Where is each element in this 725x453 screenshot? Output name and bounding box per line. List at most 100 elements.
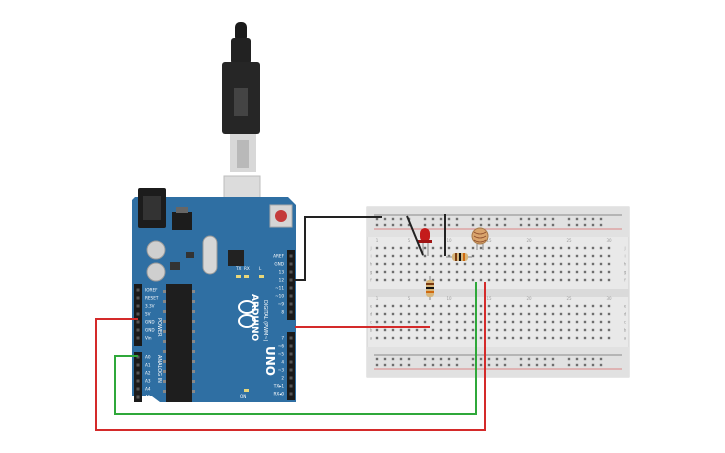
breadboard-hole — [415, 304, 419, 308]
breadboard-hole — [495, 363, 499, 367]
breadboard-hole — [439, 336, 443, 340]
breadboard-hole — [559, 278, 563, 282]
breadboard-hole — [543, 270, 547, 274]
column-number: 15 — [486, 296, 492, 301]
breadboard-hole — [607, 336, 611, 340]
breadboard-hole — [535, 262, 539, 266]
column-number: 20 — [526, 238, 532, 243]
breadboard-hole — [591, 328, 595, 332]
breadboard-hole — [567, 320, 571, 324]
breadboard-hole — [511, 262, 515, 266]
breadboard-hole — [535, 312, 539, 316]
row-letter: g — [370, 270, 373, 275]
analog-pin-label: A1 — [145, 363, 151, 368]
breadboard-hole — [527, 254, 531, 258]
breadboard-hole — [471, 254, 475, 258]
breadboard-hole — [527, 304, 531, 308]
breadboard-hole — [519, 270, 523, 274]
breadboard-hole — [559, 254, 563, 258]
power-pin-label: 3.3V — [145, 304, 155, 309]
breadboard-hole — [471, 363, 475, 367]
breadboard-hole — [567, 223, 571, 227]
breadboard-hole — [487, 217, 491, 221]
breadboard-hole — [431, 270, 435, 274]
breadboard-hole — [575, 304, 579, 308]
breadboard-hole — [471, 270, 475, 274]
breadboard-hole — [423, 217, 427, 221]
breadboard-hole — [535, 254, 539, 258]
breadboard-hole — [583, 312, 587, 316]
digital-pin-label: 4 — [281, 360, 284, 365]
breadboard-hole — [583, 223, 587, 227]
breadboard-hole — [543, 328, 547, 332]
breadboard-hole — [543, 262, 547, 266]
row-letter: a — [624, 336, 627, 341]
breadboard-hole — [559, 270, 563, 274]
breadboard-hole — [447, 278, 451, 282]
photoresistor-component — [471, 227, 489, 250]
breadboard-hole — [511, 278, 515, 282]
breadboard-hole — [407, 363, 411, 367]
row-letter: e — [370, 304, 373, 309]
breadboard-hole — [551, 320, 555, 324]
breadboard-hole — [535, 357, 539, 361]
breadboard-hole — [527, 246, 531, 250]
header-pin — [289, 302, 293, 306]
breadboard-hole — [447, 270, 451, 274]
breadboard-hole — [519, 246, 523, 250]
breadboard-hole — [503, 336, 507, 340]
breadboard-hole — [559, 246, 563, 250]
row-letter: g — [624, 270, 627, 275]
breadboard-hole — [391, 246, 395, 250]
breadboard-hole — [407, 270, 411, 274]
breadboard-hole — [479, 363, 483, 367]
breadboard-hole — [511, 270, 515, 274]
breadboard-hole — [527, 312, 531, 316]
breadboard-hole — [559, 304, 563, 308]
breadboard-hole — [415, 246, 419, 250]
breadboard-hole — [591, 336, 595, 340]
breadboard-hole — [415, 320, 419, 324]
breadboard-hole — [591, 270, 595, 274]
breadboard-hole — [423, 278, 427, 282]
header-pin — [136, 336, 140, 340]
breadboard-hole — [511, 320, 515, 324]
breadboard-hole — [535, 320, 539, 324]
breadboard-hole — [567, 312, 571, 316]
breadboard-hole — [415, 254, 419, 258]
header-pin — [136, 371, 140, 375]
breadboard-hole — [591, 320, 595, 324]
breadboard-hole — [543, 278, 547, 282]
digital-pin-label: ~11 — [275, 286, 284, 291]
breadboard-hole — [479, 357, 483, 361]
power-pin-label: RESET — [145, 296, 159, 301]
breadboard-hole — [567, 270, 571, 274]
header-pin — [289, 262, 293, 266]
breadboard-hole — [503, 223, 507, 227]
breadboard-hole — [575, 246, 579, 250]
breadboard-hole — [407, 278, 411, 282]
breadboard-hole — [423, 262, 427, 266]
breadboard-hole — [551, 223, 555, 227]
breadboard-hole — [455, 363, 459, 367]
breadboard-hole — [407, 254, 411, 258]
breadboard-hole — [583, 363, 587, 367]
breadboard-hole — [471, 246, 475, 250]
wire-red-5v — [95, 282, 486, 431]
breadboard-hole — [471, 328, 475, 332]
breadboard-hole — [551, 246, 555, 250]
breadboard-hole — [503, 320, 507, 324]
column-number: 10 — [446, 238, 452, 243]
breadboard-hole — [543, 223, 547, 227]
header-pin — [289, 278, 293, 282]
breadboard-hole — [599, 278, 603, 282]
row-letter: f — [624, 278, 626, 283]
row-letter: h — [370, 262, 373, 267]
breadboard-hole — [447, 304, 451, 308]
breadboard-hole — [375, 254, 379, 258]
breadboard-hole — [583, 270, 587, 274]
arduino-infinity-logo — [238, 300, 256, 328]
analog-pin-label: A3 — [145, 379, 151, 384]
breadboard-hole — [463, 270, 467, 274]
analog-in-label: ANALOG IN — [156, 355, 162, 383]
